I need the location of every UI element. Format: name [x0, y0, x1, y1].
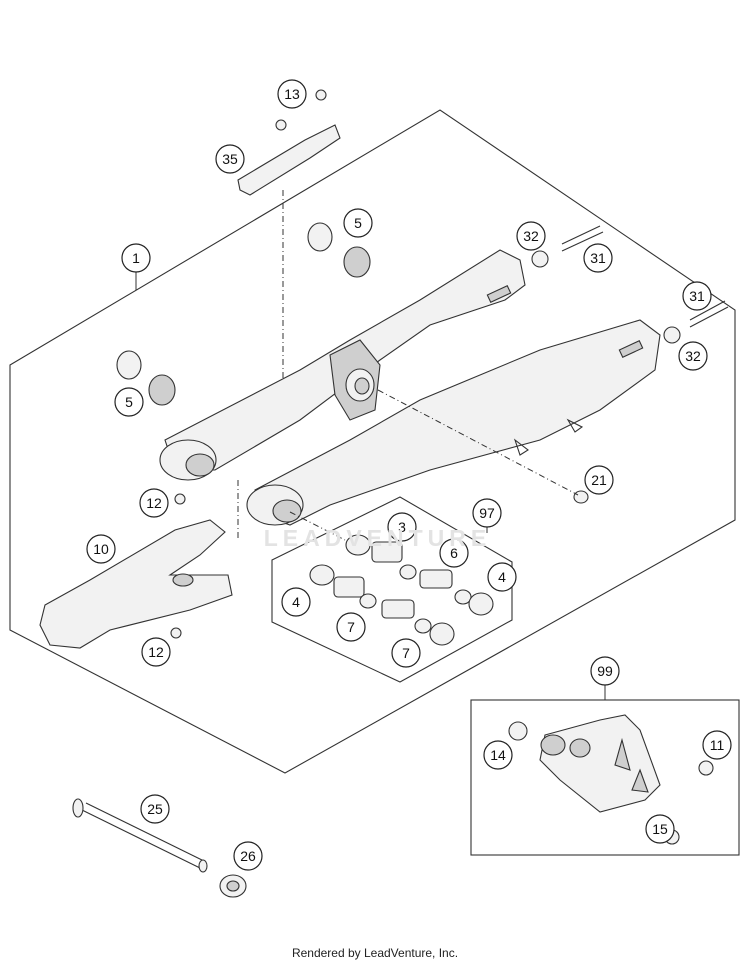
swingarm-assembly-frame: [9, 109, 736, 774]
callout-4-right: 4: [487, 562, 517, 592]
svg-text:7: 7: [347, 619, 355, 635]
small-parts: [116, 89, 729, 845]
callout-13: 13: [277, 79, 307, 109]
svg-text:14: 14: [490, 747, 506, 763]
svg-text:25: 25: [147, 801, 163, 817]
callout-14: 14: [483, 740, 513, 770]
callout-35: 35: [215, 144, 245, 174]
bearing-kit-parts: [309, 534, 494, 646]
svg-text:99: 99: [597, 663, 613, 679]
svg-text:13: 13: [284, 86, 300, 102]
callout-7-upper: 7: [336, 612, 366, 642]
svg-text:5: 5: [354, 215, 362, 231]
svg-text:97: 97: [479, 505, 495, 521]
callout-7-lower: 7: [391, 638, 421, 668]
svg-text:26: 26: [240, 848, 256, 864]
callout-12-top: 12: [139, 488, 169, 518]
cable-holder: [237, 124, 341, 196]
footer-credit: Rendered by LeadVenture, Inc.: [291, 946, 459, 960]
svg-text:12: 12: [146, 495, 162, 511]
svg-text:35: 35: [222, 151, 238, 167]
callout-21: 21: [584, 465, 614, 495]
callout-3: 3: [387, 512, 417, 542]
svg-text:12: 12: [148, 644, 164, 660]
svg-text:15: 15: [652, 821, 668, 837]
callout-15: 15: [645, 814, 675, 844]
callout-31-right: 31: [682, 281, 712, 311]
callout-5-top: 5: [343, 208, 373, 238]
chain-sliding-guard: [39, 519, 233, 649]
svg-text:32: 32: [523, 228, 539, 244]
callout-97: 97: [472, 498, 502, 528]
svg-text:11: 11: [710, 737, 725, 753]
svg-text:31: 31: [590, 250, 606, 266]
svg-text:32: 32: [685, 348, 701, 364]
svg-text:1: 1: [132, 250, 140, 266]
callout-31-top: 31: [583, 243, 613, 273]
svg-text:10: 10: [93, 541, 109, 557]
callout-12-bottom: 12: [141, 637, 171, 667]
callout-10: 10: [86, 534, 116, 564]
svg-text:4: 4: [292, 594, 300, 610]
svg-text:3: 3: [398, 519, 406, 535]
svg-text:6: 6: [450, 545, 458, 561]
callout-4-left: 4: [281, 587, 311, 617]
callout-1: 1: [121, 243, 151, 273]
svg-text:4: 4: [498, 569, 506, 585]
leader-lines: [135, 190, 606, 700]
svg-text:21: 21: [591, 472, 607, 488]
chain-guide: [539, 714, 661, 813]
svg-text:7: 7: [402, 645, 410, 661]
axle-nut: [219, 874, 247, 898]
callout-25: 25: [140, 794, 170, 824]
pivot-axle: [72, 798, 208, 873]
swingarm: [159, 249, 661, 526]
callout-11: 11: [702, 730, 732, 760]
callout-32-right: 32: [678, 341, 708, 371]
bearing-kit-frame: [271, 496, 513, 683]
callout-99: 99: [590, 656, 620, 686]
svg-text:5: 5: [125, 394, 133, 410]
callout-5-left: 5: [114, 387, 144, 417]
svg-text:31: 31: [689, 288, 705, 304]
callout-26: 26: [233, 841, 263, 871]
callout-6: 6: [439, 538, 469, 568]
callout-32-top: 32: [516, 221, 546, 251]
